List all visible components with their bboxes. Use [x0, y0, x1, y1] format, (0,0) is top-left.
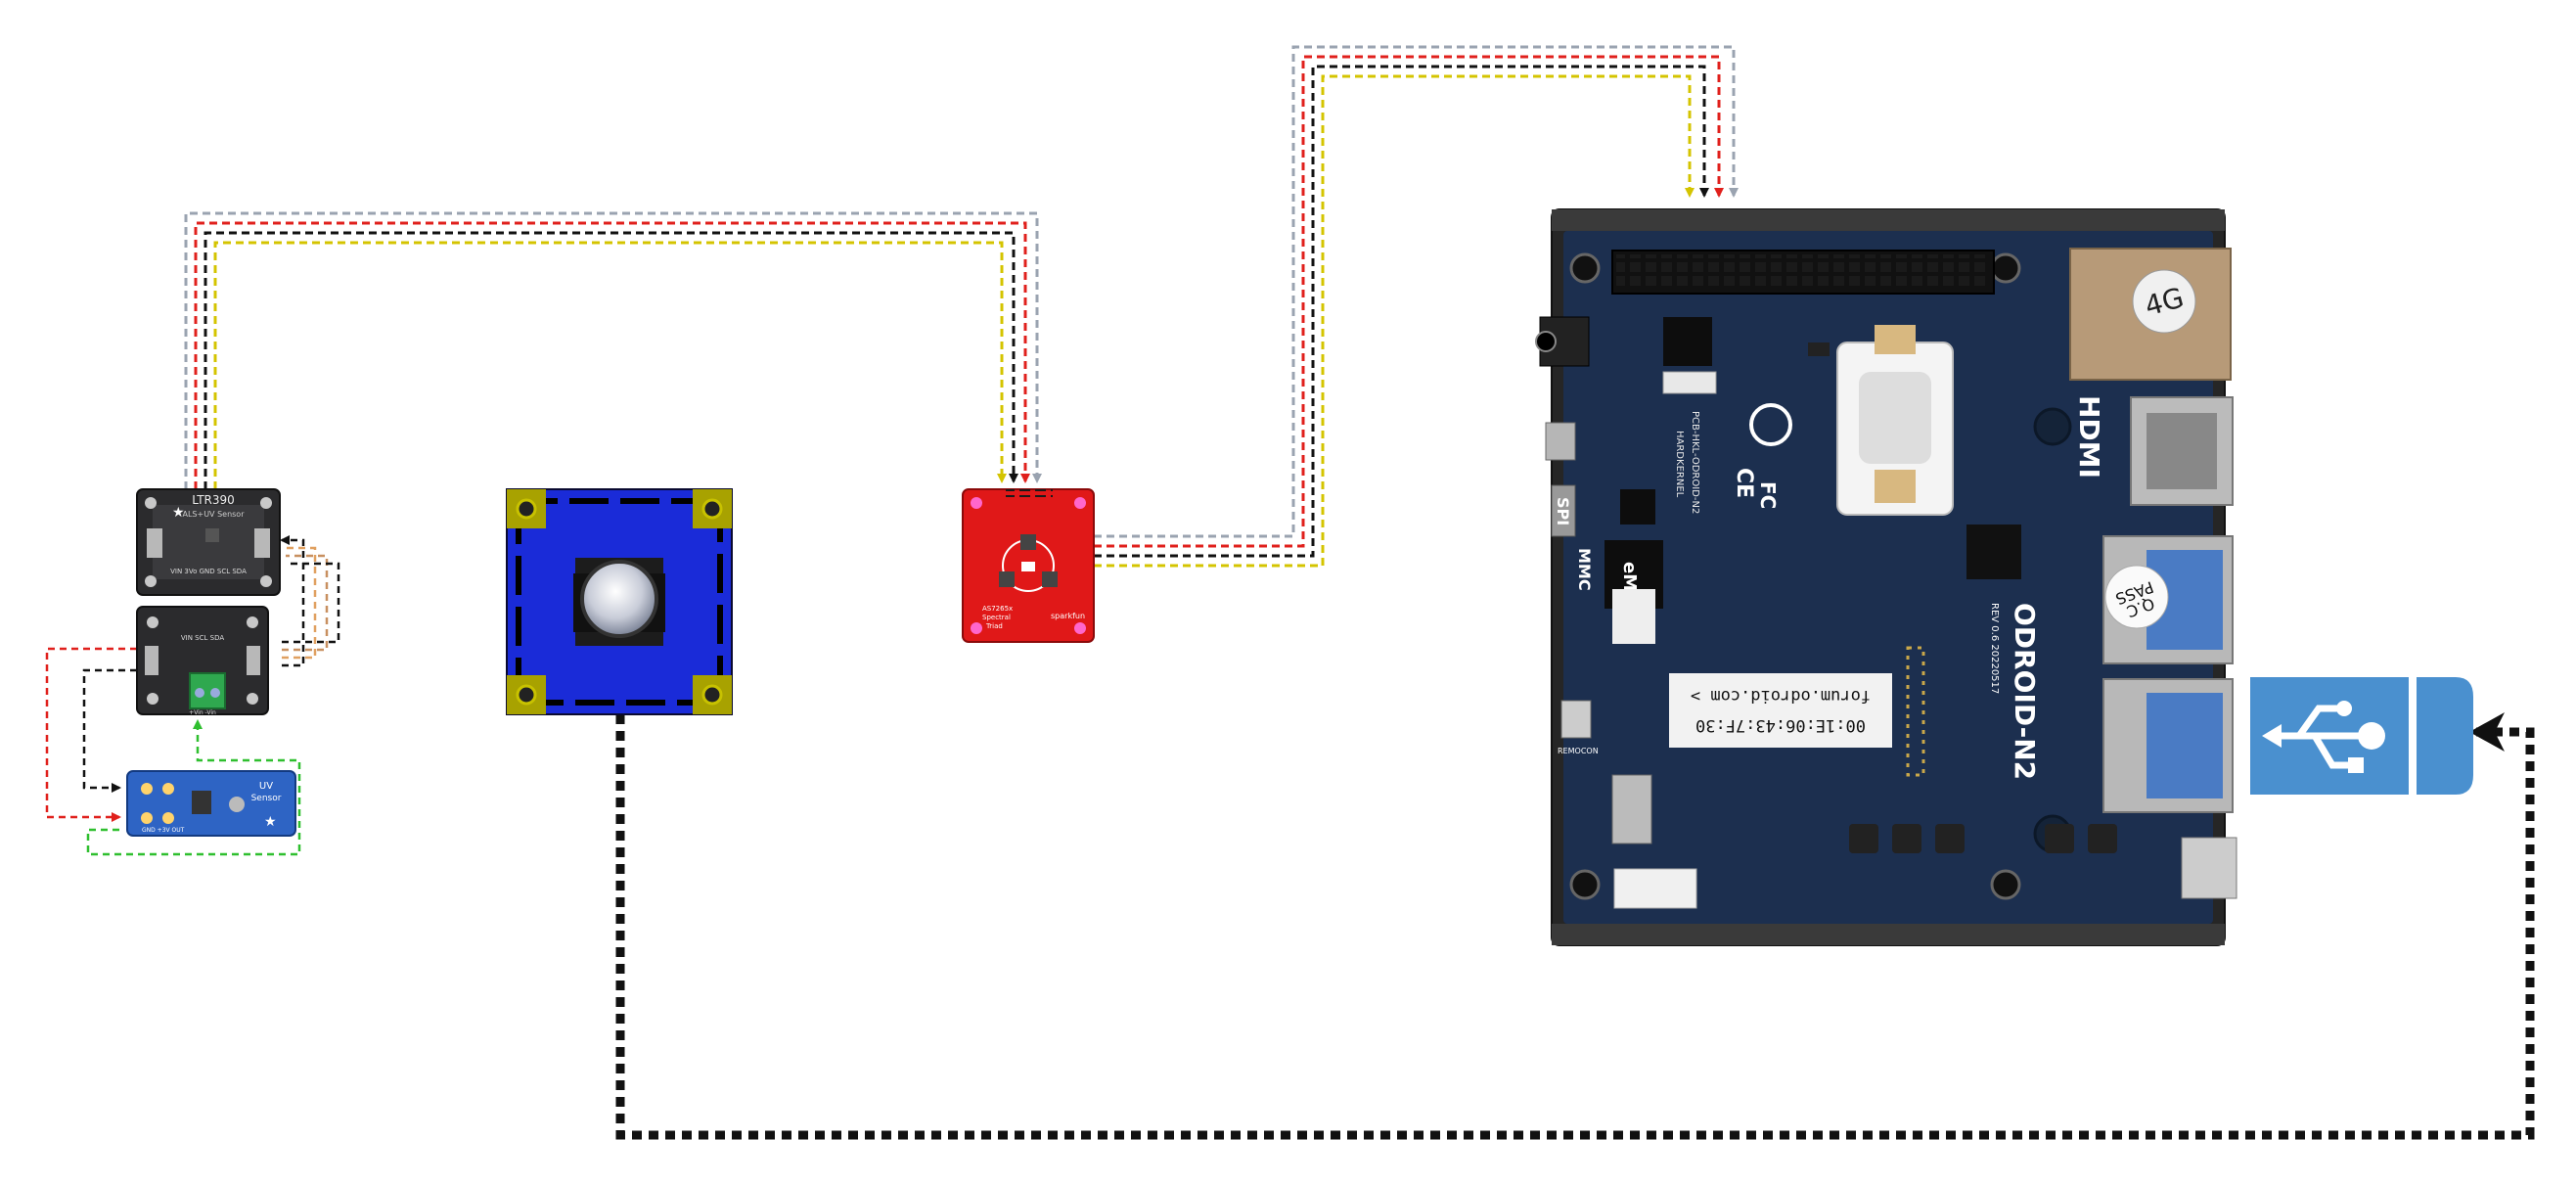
camera-module [507, 489, 732, 714]
uv-title: UV [259, 781, 273, 792]
spectral-line2: Spectral [982, 614, 1011, 621]
wire-black-1 [205, 233, 1014, 489]
pcb-id: PCB-HKL-ODROID-N2 [1690, 411, 1700, 514]
adc-board: VIN SCL SDA +Vin -Vin [137, 607, 268, 716]
adc-labels: +Vin -Vin [189, 709, 216, 716]
forum-url: forum.odroid.com > [1691, 686, 1871, 706]
star-icon: ★ [172, 505, 185, 521]
wire-black-3 [282, 540, 303, 665]
usb-c-port [2182, 838, 2237, 898]
odroid-n2-board: SPI MMC FC CE PCB-HKL-ODROID-N2 HARDKERN… [1536, 209, 2237, 945]
wire-black-3b [282, 564, 339, 642]
spectral-line1: AS7265x [982, 605, 1013, 613]
ltr390-subtitle: ALS+UV Sensor [182, 510, 245, 519]
spi-label: SPI [1554, 497, 1572, 525]
uv-sensor-board: UV Sensor GND +3V OUT ★ [127, 771, 295, 836]
spectral-line3: Triad [985, 622, 1003, 630]
mac-address-sticker: 00:1E:06:43:7F:30 forum.odroid.com > [1669, 673, 1892, 748]
remocon-label: REMOCON [1558, 747, 1599, 755]
mmc-label: MMC [1575, 548, 1594, 591]
adc-pins: VIN SCL SDA [181, 634, 224, 642]
wire-red-4 [47, 649, 137, 817]
wire-bundle-adc-to-ltr390 [282, 540, 339, 665]
spectral-brand: sparkfun [1051, 612, 1085, 620]
uv-subtitle: Sensor [251, 794, 282, 803]
odroid-model: ODROID-N2 [2009, 603, 2041, 780]
ltr390-pins: VIN 3Vo GND SCL SDA [170, 568, 247, 575]
spectral-triad-board: AS7265x Spectral Triad sparkfun [963, 489, 1094, 642]
maker-label: HARDKERNEL [1674, 431, 1685, 498]
ce-mark: CE [1732, 468, 1756, 498]
odroid-rev: REV 0.6 20220517 [1989, 603, 2000, 694]
usb-connector-icon [2250, 677, 2473, 795]
wire-yellow-1 [215, 243, 1002, 489]
uv-pins: GND +3V OUT [142, 827, 185, 834]
soc-chip [1966, 525, 2021, 579]
mac-address: 00:1E:06:43:7F:30 [1695, 715, 1866, 735]
ltr390-title: LTR390 [192, 493, 235, 507]
star-icon: ★ [264, 814, 277, 830]
camera-lens-icon [582, 562, 656, 636]
wire-bundle-ltr390-to-spectral [186, 213, 1037, 489]
ltr390-sensor-board: LTR390 ALS+UV Sensor VIN 3Vo GND SCL SDA… [137, 489, 280, 595]
wire-black-4 [84, 670, 137, 788]
fc-mark: FC [1756, 481, 1780, 509]
wire-red-1 [196, 223, 1025, 489]
wire-gray-1 [186, 213, 1037, 489]
hdmi-label: HDMI [2073, 395, 2105, 479]
